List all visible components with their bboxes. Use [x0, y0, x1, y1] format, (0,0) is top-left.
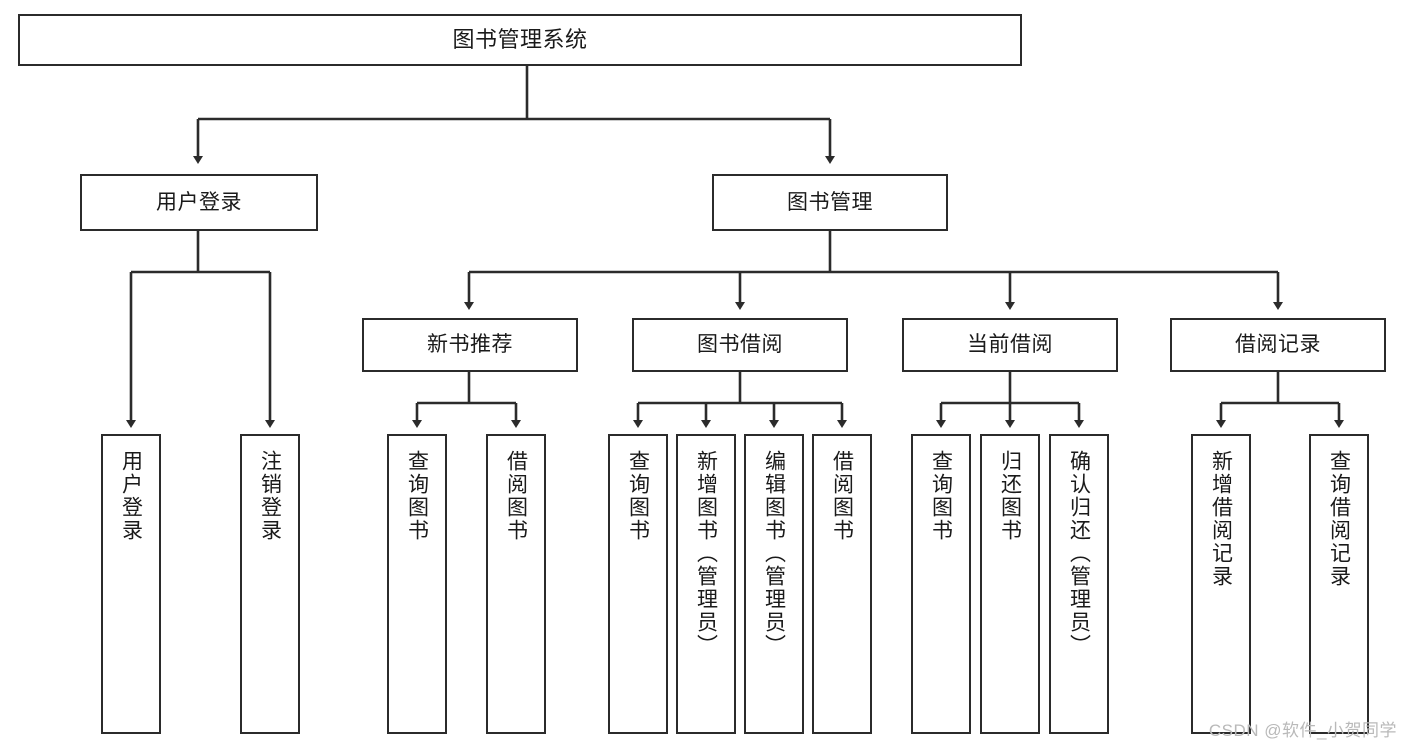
node-label: 图书借阅: [697, 333, 783, 357]
node-label: 图书管理: [787, 190, 873, 214]
node-label: 借阅记录: [1235, 333, 1321, 357]
node-label: 新增借阅记录: [1209, 450, 1233, 588]
node-leaf-borrow-book-2[interactable]: 借阅图书: [812, 434, 872, 734]
node-new-book-recommend[interactable]: 新书推荐: [362, 318, 578, 372]
node-label: 当前借阅: [967, 333, 1053, 357]
node-leaf-borrow-book-1[interactable]: 借阅图书: [486, 434, 546, 734]
node-book-management[interactable]: 图书管理: [712, 174, 948, 231]
node-leaf-add-record[interactable]: 新增借阅记录: [1191, 434, 1251, 734]
node-leaf-user-login[interactable]: 用户登录: [101, 434, 161, 734]
node-leaf-user-logout[interactable]: 注销登录: [240, 434, 300, 734]
node-label: 归还图书: [998, 450, 1022, 542]
node-leaf-add-book[interactable]: 新增图书（管理员）: [676, 434, 736, 734]
node-label: 注销登录: [258, 450, 282, 542]
node-label: 借阅图书: [830, 450, 854, 542]
csdn-watermark: CSDN @软件_小贺同学: [1208, 721, 1397, 740]
node-label: 借阅图书: [504, 450, 528, 542]
node-root-system[interactable]: 图书管理系统: [18, 14, 1022, 66]
node-user-login[interactable]: 用户登录: [80, 174, 318, 231]
node-label: 查询图书: [626, 450, 650, 542]
node-borrow-record[interactable]: 借阅记录: [1170, 318, 1386, 372]
node-label: 用户登录: [119, 450, 143, 542]
node-leaf-query-book-1[interactable]: 查询图书: [387, 434, 447, 734]
node-leaf-return-book[interactable]: 归还图书: [980, 434, 1040, 734]
node-leaf-confirm-return[interactable]: 确认归还（管理员）: [1049, 434, 1109, 734]
node-label: 查询借阅记录: [1327, 450, 1351, 588]
node-label: 编辑图书（管理员）: [762, 450, 786, 657]
node-label: 查询图书: [405, 450, 429, 542]
node-current-borrow[interactable]: 当前借阅: [902, 318, 1118, 372]
node-leaf-edit-book[interactable]: 编辑图书（管理员）: [744, 434, 804, 734]
node-leaf-query-book-3[interactable]: 查询图书: [911, 434, 971, 734]
node-label: 新增图书（管理员）: [694, 450, 718, 657]
node-label: 图书管理系统: [452, 26, 588, 52]
node-label: 查询图书: [929, 450, 953, 542]
node-leaf-query-record[interactable]: 查询借阅记录: [1309, 434, 1369, 734]
node-book-borrow[interactable]: 图书借阅: [632, 318, 848, 372]
node-leaf-query-book-2[interactable]: 查询图书: [608, 434, 668, 734]
node-label: 确认归还（管理员）: [1067, 450, 1091, 657]
node-label: 新书推荐: [427, 333, 513, 357]
node-label: 用户登录: [156, 190, 242, 214]
